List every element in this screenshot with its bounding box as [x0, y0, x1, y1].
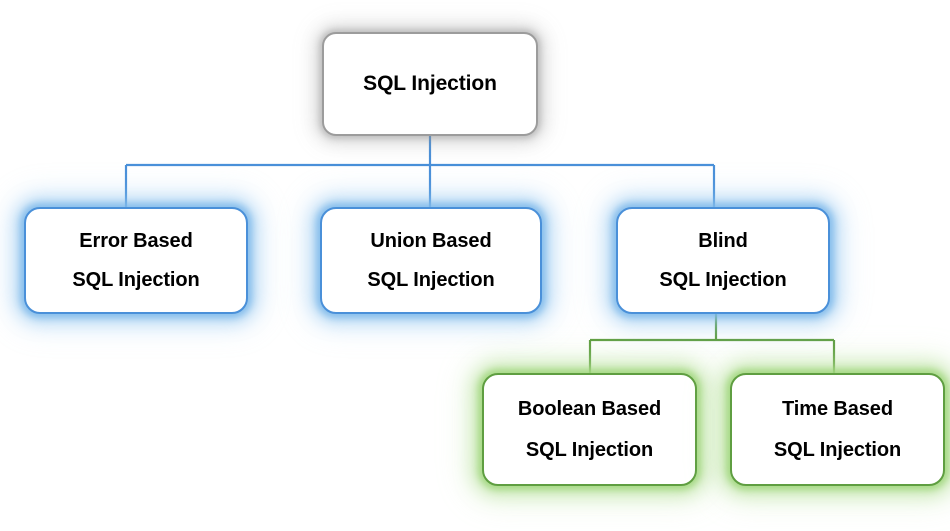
node-blind-label-line2: SQL Injection: [659, 268, 787, 291]
node-time-based-label-line1: Time Based: [782, 397, 893, 420]
node-boolean-based-label-line2: SQL Injection: [525, 438, 654, 461]
node-boolean-based-sql-injection[interactable]: Boolean Based SQL Injection: [482, 373, 697, 486]
node-root-label-line1: SQL Injection: [363, 72, 497, 95]
node-union-based-sql-injection[interactable]: Union Based SQL Injection: [320, 207, 542, 314]
node-union-based-label-line1: Union Based: [370, 229, 492, 252]
node-time-based-sql-injection[interactable]: Time Based SQL Injection: [730, 373, 945, 486]
node-time-based-label-line2: SQL Injection: [773, 438, 902, 461]
node-error-based-label-line2: SQL Injection: [72, 268, 200, 291]
node-union-based-label-line2: SQL Injection: [367, 268, 495, 291]
node-sql-injection-root[interactable]: SQL Injection: [322, 32, 538, 136]
node-error-based-label-line1: Error Based: [79, 229, 193, 252]
node-blind-label-line1: Blind: [698, 229, 748, 252]
node-blind-sql-injection[interactable]: Blind SQL Injection: [616, 207, 830, 314]
edge-root-to-level2: [124, 136, 716, 210]
node-error-based-sql-injection[interactable]: Error Based SQL Injection: [24, 207, 248, 314]
node-boolean-based-label-line1: Boolean Based: [517, 397, 662, 420]
